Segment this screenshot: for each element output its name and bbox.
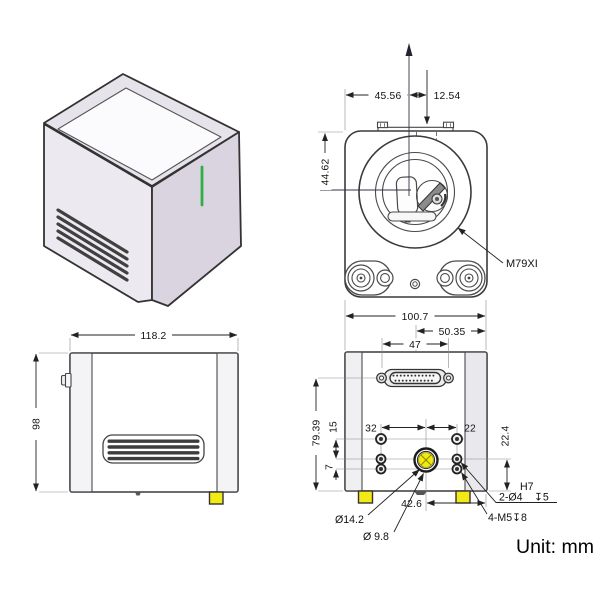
db25-connector [376, 368, 454, 388]
side-bottom-notch [135, 492, 141, 496]
mounting-holes [375, 433, 463, 475]
aviation-connector-left [344, 260, 394, 296]
screw-hole [375, 463, 387, 475]
note-2-d4: 2-Ø4 [499, 492, 523, 504]
back-foot-left [357, 490, 374, 504]
dim-32: 32 [365, 423, 377, 434]
dim-79-39: 79.39 [312, 420, 323, 447]
dim-118-2: 118.2 [140, 331, 166, 342]
aviation-connector-right [436, 260, 486, 296]
front-view: 45.56 12.54 44.62 100.7 M79XI [318, 43, 538, 350]
back-foot-right [455, 490, 471, 504]
side-knob [60, 372, 72, 388]
dim-98: 98 [32, 418, 43, 430]
model-label: M79XI [506, 258, 538, 270]
dia-14-2: Ø14.2 [335, 514, 364, 526]
side-dimensions: 118.2 98 [29, 329, 239, 493]
dim-15: 15 [329, 421, 340, 433]
side-view: 118.2 98 [29, 329, 239, 505]
beam-axis [320, 43, 413, 196]
iso-top-face [57, 87, 222, 181]
unit-note: Unit: mm [516, 536, 594, 558]
front-top-tab-right [442, 121, 455, 129]
screw-hole [451, 463, 463, 475]
screw-hole [451, 433, 463, 445]
dim-100-7: 100.7 [402, 312, 429, 323]
back-view: 50.35 47 79.39 15 7 32 22 22.4 42.6 [309, 325, 557, 543]
side-body [69, 352, 239, 493]
dim-22-4: 22.4 [501, 426, 512, 447]
dim-12-54: 12.54 [434, 91, 461, 102]
note-h7: H7 [520, 481, 534, 493]
iso-vent-slats [56, 208, 129, 282]
side-foot [208, 491, 224, 505]
screw-hole [451, 453, 463, 465]
note-4-m5: 4-M5↧8 [488, 512, 527, 524]
back-dimensions: 50.35 47 79.39 15 7 32 22 22.4 42.6 [309, 325, 557, 543]
dim-44-62: 44.62 [321, 159, 332, 186]
dim-42-6: 42.6 [401, 499, 422, 510]
dim-45-56: 45.56 [375, 91, 402, 102]
front-center-pin [409, 278, 421, 290]
dim-47: 47 [409, 340, 421, 351]
dia-9-8: Ø 9.8 [363, 531, 389, 543]
side-vent [102, 434, 205, 464]
back-bottom-notch [414, 491, 427, 495]
front-dimensions: 45.56 12.54 44.62 100.7 M79XI [318, 70, 538, 350]
note-depth-5: ↧5 [534, 492, 549, 504]
lens-ring-mid [374, 151, 456, 233]
galvo-mirror-assembly [387, 176, 449, 223]
isometric-view [43, 73, 242, 307]
beam-aperture [413, 447, 439, 473]
dim-50-35: 50.35 [439, 327, 466, 338]
screw-hole [375, 453, 387, 465]
dim-7: 7 [325, 464, 336, 470]
dim-22: 22 [464, 423, 476, 434]
screw-hole [375, 433, 387, 445]
front-top-tab-left [376, 121, 389, 129]
